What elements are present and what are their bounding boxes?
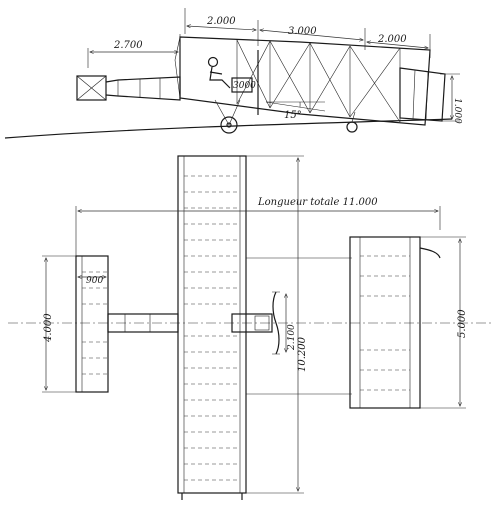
ground-line: [4, 118, 453, 139]
engine-pilot-side: [207, 50, 259, 115]
front-elevator-width-label: 900: [86, 276, 103, 286]
angle-label: 15°: [284, 110, 302, 121]
engine-label: 3000: [233, 81, 256, 91]
fuselage-side: [105, 76, 181, 101]
dim-wing-front: 2.000: [206, 16, 236, 27]
dim-nose-to-wing: 2.700: [113, 40, 143, 51]
plan-dimensions: [42, 155, 466, 494]
dim-wing-mid: 3.000: [288, 26, 317, 37]
wing-cellule-side: [174, 36, 431, 126]
total-length-label: Longueur totale 11.000: [257, 197, 378, 208]
fuselage-plan: [107, 257, 352, 395]
front-elevator-span-label: 4.000: [43, 313, 54, 343]
propeller-diameter-label: 2.100: [287, 324, 297, 351]
dim-tail-height: 1.000: [452, 98, 462, 124]
plan-view: Longueur totale 11.000 900 4.000 2.100 1…: [8, 155, 493, 500]
main-wing-plan: [177, 155, 247, 500]
side-view: 2.700 2.000 3.000 2.000 1.000 3000 15°: [4, 8, 462, 139]
tail-span-label: 5.000: [457, 309, 468, 338]
landing-gear-side: [214, 99, 358, 134]
dim-wing-rear: 2.000: [377, 34, 407, 45]
angle-marker: [265, 101, 326, 112]
tail-plane-plan: [349, 236, 441, 409]
tail-box-side: [399, 67, 446, 122]
engine-prop-plan: [231, 291, 280, 355]
front-elevator-side: [76, 75, 107, 101]
wingspan-label: 10.200: [297, 336, 308, 372]
side-dimensions: [87, 8, 460, 122]
